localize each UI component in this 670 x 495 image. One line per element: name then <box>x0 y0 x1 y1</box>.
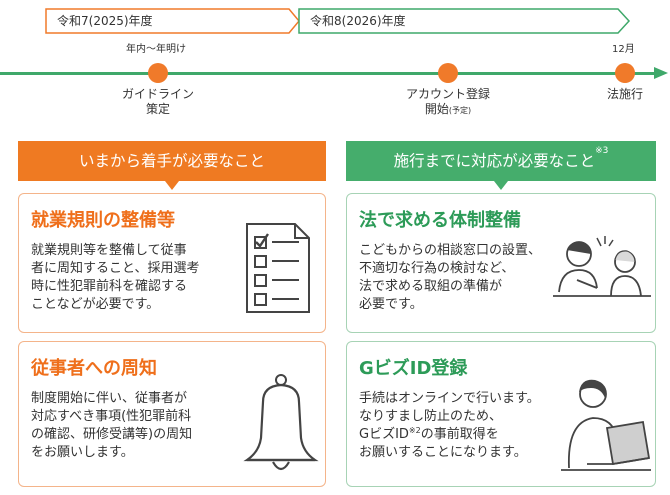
gbizid-note: ※2 <box>408 426 421 435</box>
milestone-enforcement-label: 法施行 <box>600 87 650 102</box>
card-title: 従事者への周知 <box>31 358 157 379</box>
card-body: 就業規則等を整備して従事 者に周知すること、採用選考 時に性犯罪前科を確認する … <box>31 243 200 312</box>
card-body: こどもからの相談窓口の設置、 不適切な行為の検討など、 法で求める取組の準備が … <box>359 243 542 312</box>
card-title: GビズID登録 <box>359 358 468 379</box>
period-label: 年内～年明け <box>126 44 186 55</box>
milestone-dot-guideline <box>148 63 168 83</box>
laptop-user-icon <box>561 379 651 471</box>
right-column-header: 施行までに対応が必要なこと※3 <box>346 141 656 181</box>
year-2026-arrow-shape <box>298 8 631 34</box>
card-title: 法で求める体制整備 <box>359 210 521 231</box>
milestone-enforcement-line1: 法施行 <box>606 87 643 101</box>
year-2025-arrow: 令和7(2025)年度 <box>45 8 301 34</box>
card-body: 制度開始に伴い、従事者が 対応すべき事項(性犯罪前科 の確認、研修受講等)の周知… <box>31 391 193 460</box>
left-header-pointer <box>165 181 179 190</box>
right-header-pointer <box>494 181 508 190</box>
consultation-icon <box>553 236 651 297</box>
year-2026-label: 令和8(2026)年度 <box>310 14 406 28</box>
card-staff-notification: 従事者への周知 制度開始に伴い、従事者が 対応すべき事項(性犯罪前科 の確認、研… <box>18 341 326 487</box>
milestone-account-line2: 開始(予定) <box>424 102 472 116</box>
card-body: 手続はオンラインで行います。 なりすまし防止のため、 GビズID※2の事前取得を… <box>359 391 540 460</box>
milestone-dot-enforcement <box>615 63 635 83</box>
milestone-dot-account <box>438 63 458 83</box>
milestone-guideline-line1: ガイドライン <box>121 87 194 101</box>
milestone-guideline-label: ガイドライン 策定 <box>118 87 198 117</box>
bell-icon <box>243 374 319 471</box>
milestone-account-note: (予定) <box>448 106 472 115</box>
year-2026-arrow: 令和8(2026)年度 <box>298 8 632 34</box>
timeline-axis <box>0 72 656 75</box>
card-gbizid-registration: GビズID登録 手続はオンラインで行います。 なりすまし防止のため、 GビズID… <box>346 341 656 487</box>
left-column-header: いまから着手が必要なこと <box>18 141 326 181</box>
card-title: 就業規則の整備等 <box>31 210 175 231</box>
december-label: 12月 <box>612 44 635 55</box>
right-header-note: ※3 <box>595 146 609 156</box>
year-2025-arrow-shape <box>45 8 300 34</box>
milestone-account-line1: アカウント登録 <box>405 87 490 101</box>
timeline-arrowhead <box>654 67 668 79</box>
checklist-icon <box>246 223 310 313</box>
card-work-rules: 就業規則の整備等 就業規則等を整備して従事 者に周知すること、採用選考 時に性犯… <box>18 193 326 333</box>
milestone-account-label: アカウント登録 開始(予定) <box>405 87 491 118</box>
milestone-guideline-line2: 策定 <box>145 102 170 116</box>
year-2025-label: 令和7(2025)年度 <box>57 14 153 28</box>
card-system-setup: 法で求める体制整備 こどもからの相談窓口の設置、 不適切な行為の検討など、 法で… <box>346 193 656 333</box>
